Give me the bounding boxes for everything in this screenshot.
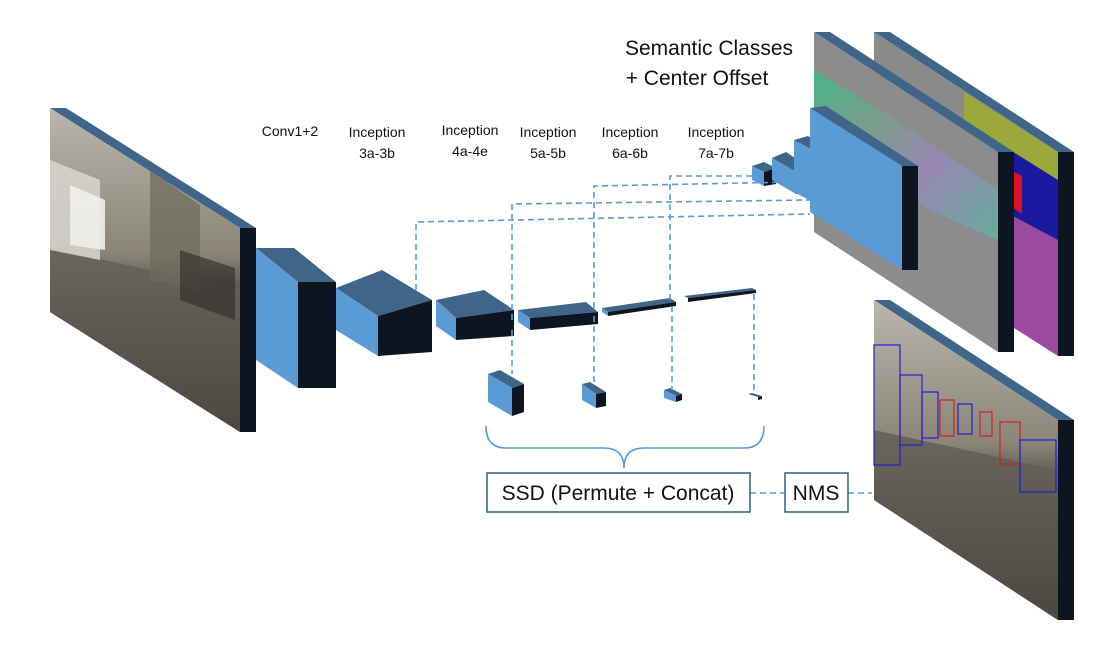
ssd-head-block-2 xyxy=(582,382,606,408)
stage-label: Conv1+2 xyxy=(262,123,319,139)
inception-4-block xyxy=(436,290,514,340)
stage-labels: Conv1+2 Inception 3a-3b Inception 4a-4e … xyxy=(262,122,745,161)
stage-label: Inception xyxy=(349,124,406,140)
stage-label: Inception xyxy=(602,124,659,140)
output-title-line2: + Center Offset xyxy=(626,67,769,90)
ssd-brace xyxy=(485,425,765,469)
output-title-line1: Semantic Classes xyxy=(625,37,793,60)
detection-output-image xyxy=(873,300,1074,620)
stage-label: Inception xyxy=(442,122,499,138)
detection-box xyxy=(1019,439,1057,493)
conv1-2-block xyxy=(256,248,336,388)
detection-box xyxy=(979,411,993,437)
ssd-head-block-1 xyxy=(488,370,524,416)
detection-box xyxy=(957,403,973,435)
decoder-block-1 xyxy=(752,162,776,186)
ssd-box xyxy=(486,472,751,513)
inception-3-block xyxy=(336,270,432,356)
stage-label: Inception xyxy=(520,124,577,140)
stage-label: 4a-4e xyxy=(452,143,488,159)
detection-box xyxy=(921,391,939,439)
decoder-block-4 xyxy=(810,106,918,270)
input-image xyxy=(50,108,256,432)
nms-box xyxy=(784,472,849,513)
detection-box xyxy=(939,399,955,437)
ssd-box-label: SSD (Permute + Concat) xyxy=(502,482,735,505)
stage-label: 6a-6b xyxy=(612,145,648,161)
nms-box-label: NMS xyxy=(793,482,840,505)
skip-connections xyxy=(415,175,872,494)
ssd-head-block-3 xyxy=(664,388,682,402)
inception-7-block xyxy=(684,288,756,302)
inception-5-block xyxy=(518,302,598,330)
stage-label: 3a-3b xyxy=(359,145,395,161)
inception-6-block xyxy=(602,298,676,316)
ssd-head-block-4 xyxy=(748,393,762,400)
stage-label: 7a-7b xyxy=(698,145,734,161)
stage-label: 5a-5b xyxy=(530,145,566,161)
stage-label: Inception xyxy=(688,124,745,140)
